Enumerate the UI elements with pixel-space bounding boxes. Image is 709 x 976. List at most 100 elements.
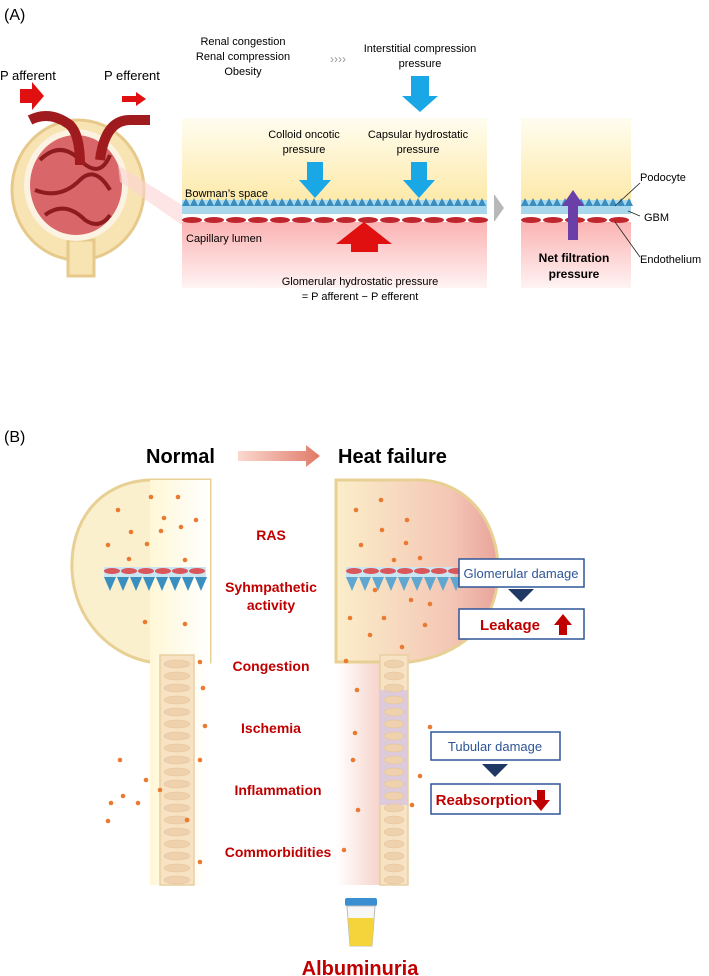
podocyte-foot	[478, 198, 486, 206]
podocyte-foot	[372, 577, 384, 591]
albumin-dot	[193, 517, 199, 523]
interstitial-label-1: Interstitial compression	[364, 43, 477, 55]
tubule-cell	[163, 695, 191, 705]
albumin-dot	[355, 807, 361, 813]
podocyte-foot	[609, 198, 617, 206]
tubule-cell	[383, 875, 405, 885]
albumin-dot	[115, 507, 121, 513]
endothelial-cell	[346, 568, 362, 574]
podocyte-foot	[294, 198, 302, 206]
chevrons-icon: ››››	[330, 52, 346, 66]
bowmans-space-label: Bowman’s space	[185, 188, 268, 200]
endothelial-cell	[609, 217, 629, 223]
endothelial-cell	[248, 217, 268, 223]
normal-nephron-illustration	[70, 478, 212, 886]
tubule-cell	[163, 779, 191, 789]
podocyte-foot	[398, 198, 406, 206]
tubule-cell	[383, 743, 405, 753]
endothelial-cell	[468, 217, 488, 223]
podocyte-foot	[230, 198, 238, 206]
albumin-dot	[197, 659, 203, 665]
gbm-label: GBM	[644, 212, 669, 224]
endothelial-cell	[172, 568, 188, 574]
capsular-label-2: pressure	[397, 144, 440, 156]
albumin-dot	[148, 494, 154, 500]
podocyte-foot	[470, 198, 478, 206]
tubule-cell	[383, 671, 405, 681]
tubule-cell	[163, 755, 191, 765]
tubule-cell	[163, 851, 191, 861]
albumin-dot	[182, 621, 188, 627]
albumin-dot	[135, 800, 141, 806]
tubule-cell	[163, 671, 191, 681]
factor-sympathetic-2: activity	[247, 597, 295, 613]
albumin-dot	[427, 601, 433, 607]
podocyte-foot	[278, 198, 286, 206]
podocyte-foot	[190, 198, 198, 206]
podocyte-foot	[346, 577, 358, 591]
podocyte-foot	[593, 198, 601, 206]
podocyte-foot	[406, 198, 414, 206]
podocyte-foot	[422, 198, 430, 206]
glomerulus-illustration	[10, 111, 182, 278]
podocyte-foot	[617, 198, 625, 206]
podocyte-foot	[529, 198, 537, 206]
tubule-cell	[163, 707, 191, 717]
albumin-dot	[350, 757, 356, 763]
tubule-cell	[163, 683, 191, 693]
panel-a-label: (A)	[4, 7, 25, 24]
albumin-dot	[108, 800, 114, 806]
endothelium-label: Endothelium	[640, 254, 701, 266]
glomerular-down-arrow-icon	[508, 589, 534, 602]
albumin-dot	[417, 555, 423, 561]
podocyte-foot	[537, 198, 545, 206]
albumin-dot	[161, 515, 167, 521]
podocyte-foot	[454, 198, 462, 206]
net-filtration-label-1: Net filtration	[539, 251, 610, 265]
capsular-label-1: Capsular hydrostatic	[368, 129, 469, 141]
endothelial-cell	[414, 568, 430, 574]
reabsorption-down-arrow-icon	[532, 790, 550, 811]
colloid-label-2: pressure	[283, 144, 326, 156]
albumin-dot	[409, 802, 415, 808]
podocyte-foot	[262, 198, 270, 206]
albumin-dot	[347, 615, 353, 621]
podocyte-foot	[130, 577, 142, 591]
factor-congestion: Congestion	[233, 658, 310, 674]
albumin-dot	[120, 793, 126, 799]
albumin-dot	[422, 622, 428, 628]
tubule-cell	[383, 755, 405, 765]
albumin-dot	[117, 757, 123, 763]
glomerular-damage-label: Glomerular damage	[464, 566, 579, 581]
leakage-label: Leakage	[480, 617, 540, 634]
albumin-dot	[341, 847, 347, 853]
glomerular-arrow-icon	[336, 222, 392, 252]
albumin-dot	[353, 507, 359, 513]
afferent-arrow-icon	[20, 82, 44, 110]
factor-ras: RAS	[256, 527, 286, 543]
podocyte-foot	[374, 198, 382, 206]
net-filtration-label-2: pressure	[549, 267, 600, 281]
tubule-cell	[163, 827, 191, 837]
podocyte-foot	[350, 198, 358, 206]
albumin-dot	[200, 685, 206, 691]
albumin-dot	[427, 724, 433, 730]
endothelial-cell	[424, 217, 444, 223]
panel-b-label: (B)	[4, 429, 25, 446]
podocyte-foot	[342, 198, 350, 206]
endothelial-cell	[397, 568, 413, 574]
endothelial-cell	[104, 568, 120, 574]
tubule-cell	[383, 707, 405, 717]
bowman-space-band	[182, 118, 487, 203]
podocyte-foot	[446, 198, 454, 206]
podocyte-foot	[222, 198, 230, 206]
endothelium-row	[182, 217, 488, 223]
podocyte-foot	[318, 198, 326, 206]
tubule-cell	[383, 659, 405, 669]
tubule-cell	[163, 839, 191, 849]
podocyte-foot	[117, 577, 129, 591]
podocyte-foot	[334, 198, 342, 206]
interstitial-arrow-icon	[402, 76, 438, 112]
leakage-up-arrow-icon	[554, 614, 572, 635]
